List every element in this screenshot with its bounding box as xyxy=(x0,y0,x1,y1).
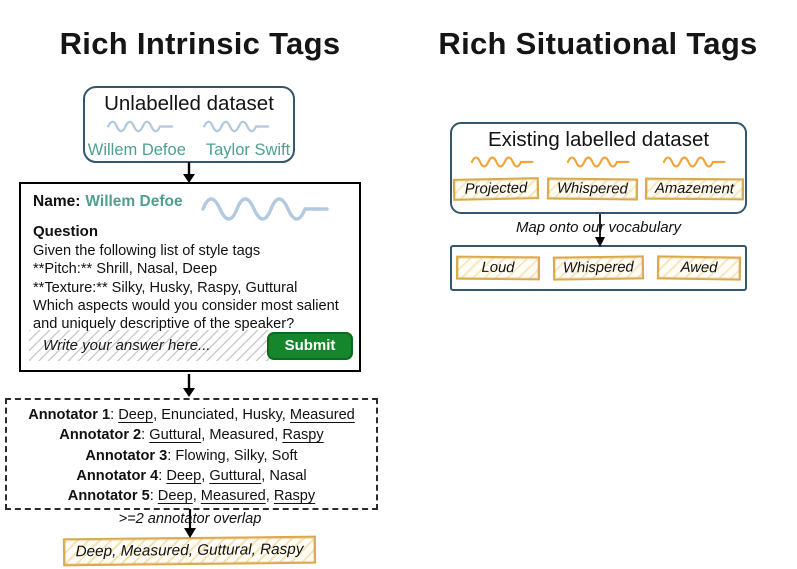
down-arrow-icon xyxy=(182,374,196,402)
waveform-icon xyxy=(201,117,273,141)
annotator-row: Annotator 3: Flowing, Silky, Soft xyxy=(85,447,298,464)
question-line: **Pitch:** Shrill, Nasal, Deep xyxy=(33,261,218,278)
submit-button[interactable]: Submit xyxy=(267,332,353,360)
annotator-results-box: Annotator 1: Deep, Enunciated, Husky, Me… xyxy=(5,398,378,510)
question-text: Given the following list of style tags *… xyxy=(33,242,339,333)
waveform-icon xyxy=(561,153,637,176)
source-tag: Amazement xyxy=(645,177,745,201)
annotator-row: Annotator 2: Guttural, Measured, Raspy xyxy=(59,427,324,444)
annotator-row: Annotator 4: Deep, Guttural, Nasal xyxy=(76,467,307,484)
down-arrow-icon xyxy=(182,162,196,188)
source-tag: Whispered xyxy=(546,177,638,201)
name-label: Name: xyxy=(33,193,81,210)
question-label: Question xyxy=(33,223,99,240)
annotator-list: Annotator 1: Deep, Enunciated, Husky, Me… xyxy=(7,405,376,506)
mapped-tag: Awed xyxy=(656,255,742,281)
map-vocabulary-note: Map onto our vocabulary xyxy=(515,219,682,236)
speaker-name: Taylor Swift xyxy=(205,141,291,159)
question-line: **Texture:** Silky, Husky, Raspy, Guttur… xyxy=(33,279,298,296)
unlabelled-dataset-title: Unlabelled dataset xyxy=(104,92,274,115)
down-arrow-icon xyxy=(183,509,197,543)
mapped-tag: Whispered xyxy=(552,255,645,281)
overlap-rule-note: >=2 annotator overlap xyxy=(118,511,262,527)
annotation-question-card: Name:Willem Defoe Question Given the fol… xyxy=(19,182,361,372)
unlabelled-dataset-box: Unlabelled dataset Willem Defoe Taylor S… xyxy=(83,86,295,163)
waveform-icon xyxy=(657,153,733,176)
question-line: and uniquely descriptive of the speaker? xyxy=(33,316,295,333)
situational-title: Rich Situational Tags xyxy=(438,26,758,61)
down-arrow-icon xyxy=(594,214,606,252)
waveform-icon xyxy=(199,187,349,236)
annotator-row: Annotator 5: Deep, Measured, Raspy xyxy=(67,488,316,505)
answer-input[interactable]: Write your answer here... xyxy=(29,330,269,361)
existing-dataset-box: Existing labelled dataset Projected Whis… xyxy=(450,122,747,214)
existing-dataset-title: Existing labelled dataset xyxy=(487,128,710,151)
speaker-name-row: Name:Willem Defoe xyxy=(33,193,183,211)
source-tag: Projected xyxy=(452,177,539,201)
mapped-vocabulary-box: Loud Whispered Awed xyxy=(450,245,747,291)
waveform-icon xyxy=(465,153,541,176)
waveform-icon xyxy=(105,117,177,141)
intrinsic-title: Rich Intrinsic Tags xyxy=(59,26,341,61)
speaker-name: Willem Defoe xyxy=(85,193,183,210)
question-line: Given the following list of style tags xyxy=(33,243,261,259)
question-line: Which aspects would you consider most sa… xyxy=(33,297,339,314)
speaker-name: Willem Defoe xyxy=(87,141,186,159)
annotator-row: Annotator 1: Deep, Enunciated, Husky, Me… xyxy=(28,407,355,423)
mapped-tag: Loud xyxy=(456,255,541,281)
